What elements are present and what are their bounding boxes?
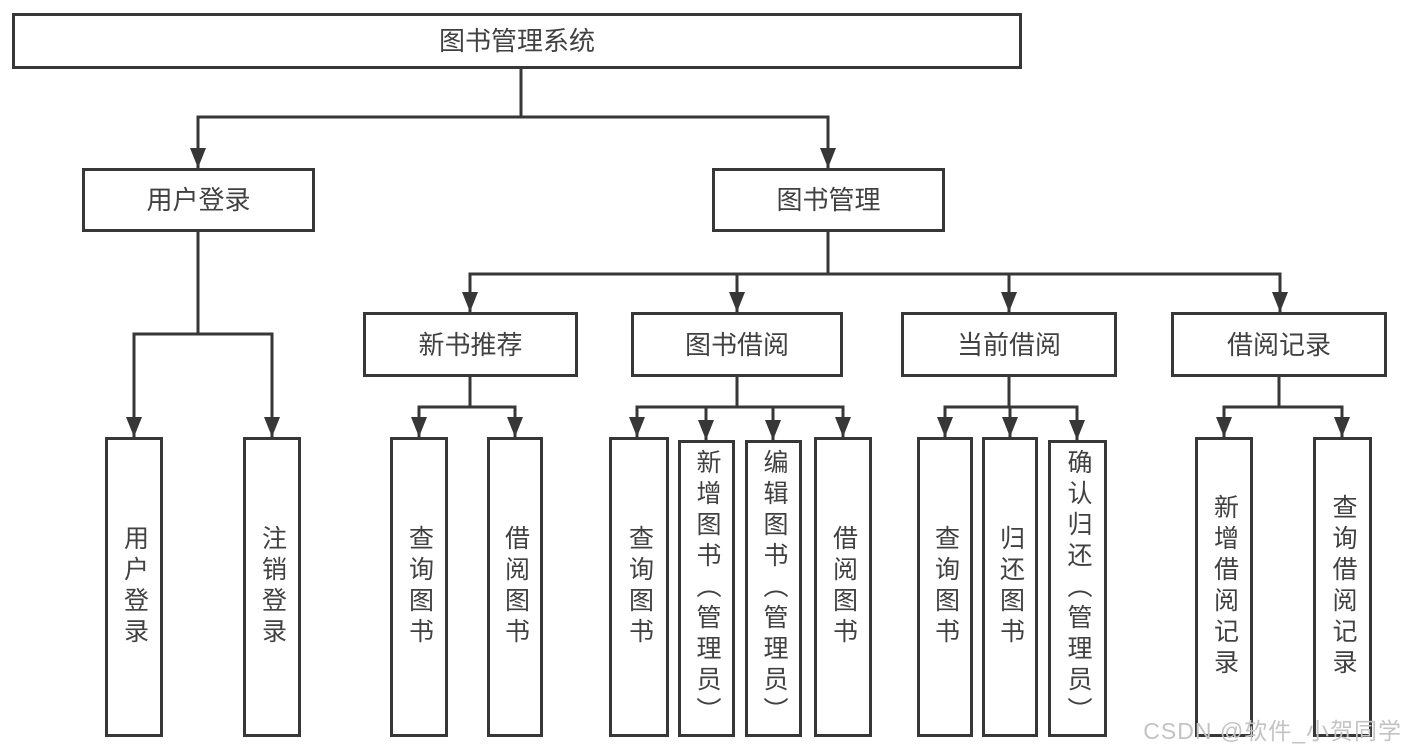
node-new-book-recommend: 新书推荐	[363, 312, 578, 377]
node-current-borrowing: 当前借阅	[901, 312, 1117, 377]
edge-borrowing-records-children	[1216, 377, 1350, 437]
csdn-watermark: CSDN @软件_小贺同学	[1143, 718, 1402, 744]
leaf-edit-books-admin: 编辑图书（管理员）	[745, 440, 802, 737]
node-user-login: 用户登录	[82, 168, 315, 232]
edge-book-borrowing-children	[629, 377, 851, 440]
leaf-borrow-books-recommend: 借阅图书	[487, 437, 543, 737]
edge-new-book-recommend-children	[411, 377, 523, 437]
leaf-query-borrow-record: 查询借阅记录	[1313, 437, 1372, 737]
leaf-return-books: 归还图书	[982, 437, 1038, 737]
leaf-confirm-return-admin: 确认归还（管理员）	[1048, 440, 1107, 737]
node-book-management: 图书管理	[712, 168, 945, 232]
leaf-query-books-borrowing: 查询图书	[609, 437, 669, 737]
leaf-logout-login: 注销登录	[243, 437, 301, 737]
node-book-borrowing: 图书借阅	[631, 312, 843, 377]
leaf-borrow-books-borrowing: 借阅图书	[814, 437, 872, 737]
leaf-query-books-current: 查询图书	[917, 437, 973, 737]
edge-user-login-children	[126, 232, 280, 437]
edge-root-to-level2	[190, 69, 836, 168]
edge-current-borrowing-children	[937, 377, 1085, 440]
leaf-add-borrow-record: 新增借阅记录	[1195, 437, 1253, 737]
leaf-user-login: 用户登录	[105, 437, 163, 737]
node-borrowing-records: 借阅记录	[1171, 312, 1387, 377]
edge-book-management-children	[462, 232, 1288, 312]
leaf-query-books-recommend: 查询图书	[390, 437, 448, 737]
leaf-add-books-admin: 新增图书（管理员）	[678, 440, 735, 737]
node-library-management-system: 图书管理系统	[12, 13, 1022, 69]
